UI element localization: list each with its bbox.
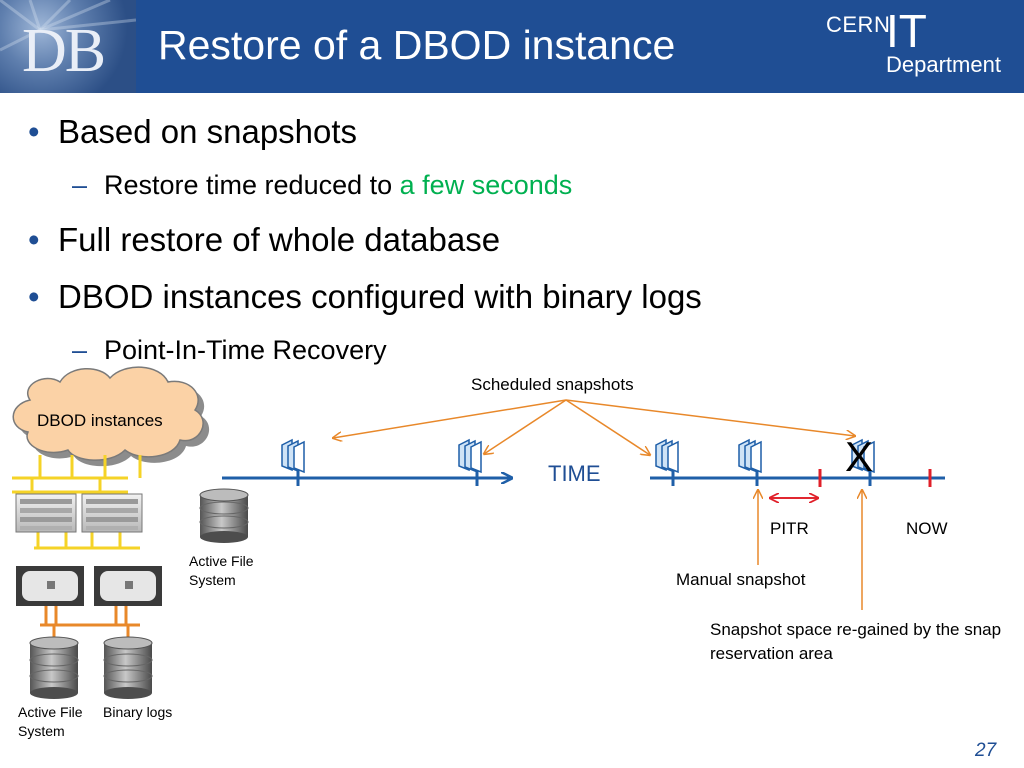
snapshot-icon <box>458 438 482 474</box>
bullet-full-restore: • Full restore of whole database <box>28 221 501 259</box>
sub-bullet-text: Point-In-Time Recovery <box>104 335 387 365</box>
storage-controller-icon <box>16 566 84 606</box>
snapshot-icon <box>655 438 679 474</box>
cern-logo-big: IT <box>886 5 927 57</box>
time-label: TIME <box>548 461 601 486</box>
storage-controller-icon <box>94 566 162 606</box>
active-fs-main-disk-icon <box>199 488 249 543</box>
bullet-text: Full restore of whole database <box>58 221 501 258</box>
timeline-ticks <box>296 470 872 486</box>
cloud-shape <box>12 366 210 467</box>
now-label: NOW <box>906 519 948 538</box>
active-fs-label-main: Active File System <box>189 553 254 588</box>
network-lines <box>12 455 142 550</box>
snapshot-icon <box>738 438 762 474</box>
binary-logs-disk-icon <box>103 636 153 699</box>
deleted-snapshot-x-mark: X <box>845 433 874 480</box>
pitr-markers <box>818 469 932 487</box>
bullet-text: DBOD instances configured with binary lo… <box>58 278 702 315</box>
binary-logs-label: Binary logs <box>103 704 173 720</box>
server-icon <box>15 493 77 533</box>
header-bar: DB Restore of a DBOD instance CERN IT De… <box>0 0 1024 93</box>
sub-bullet-text: Restore time reduced to <box>104 170 400 200</box>
manual-snapshot-label: Manual snapshot <box>676 570 806 589</box>
regained-space-label: Snapshot space re-gained by the snap res… <box>710 620 1002 663</box>
snapshot-icon <box>281 438 305 474</box>
sub-bullet-pitr: – Point-In-Time Recovery <box>72 335 387 366</box>
scheduled-snapshots-label: Scheduled snapshots <box>471 375 634 394</box>
cern-logo-small: CERN <box>826 12 891 37</box>
bullet-dot-icon: • <box>28 221 40 258</box>
sub-bullet-restore-time: – Restore time reduced to a few seconds <box>72 170 573 201</box>
dash-icon: – <box>72 335 88 365</box>
db-logo: DB <box>0 0 136 93</box>
snapshot-icon <box>851 438 875 474</box>
scheduled-arrows <box>333 399 855 455</box>
logo-rays-icon <box>0 0 136 52</box>
bullet-snapshots: • Based on snapshots <box>28 113 358 151</box>
highlight-text: a few seconds <box>399 170 573 200</box>
logo-text: DB <box>22 17 106 85</box>
bullet-text: Based on snapshots <box>58 113 358 150</box>
server-icon <box>81 493 143 533</box>
bullet-binary-logs: • DBOD instances configured with binary … <box>28 278 702 316</box>
active-fs-label-bottom: Active File System <box>18 704 83 739</box>
bullet-dot-icon: • <box>28 278 40 315</box>
active-fs-disk-icon <box>29 636 79 699</box>
pitr-label: PITR <box>770 519 809 538</box>
cern-logo-dept: Department <box>886 52 1001 77</box>
bullet-dot-icon: • <box>28 113 40 150</box>
cloud-label: DBOD instances <box>37 411 163 430</box>
slide-title: Restore of a DBOD instance <box>158 22 676 68</box>
dash-icon: – <box>72 170 88 200</box>
page-number: 27 <box>975 740 997 761</box>
